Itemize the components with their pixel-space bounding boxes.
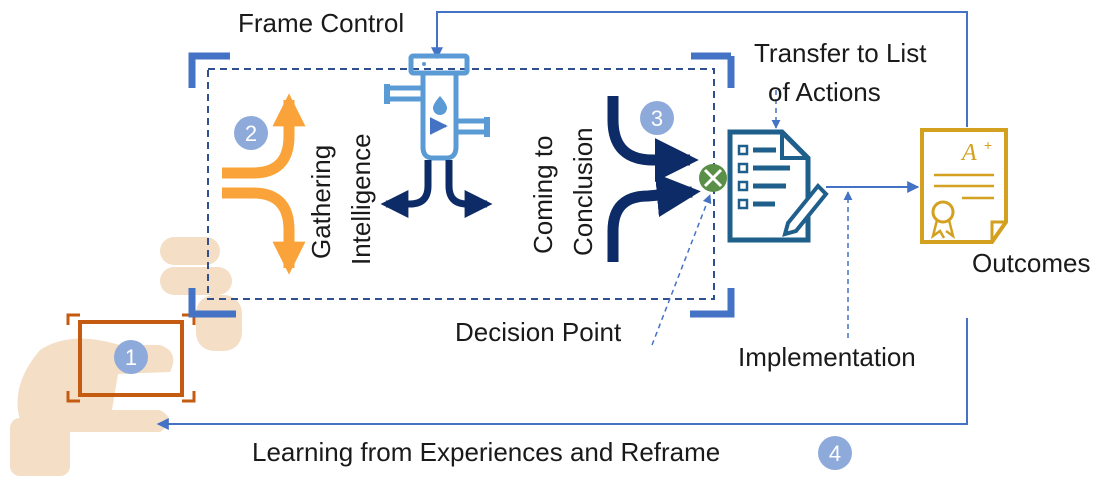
- filter-split-arrow: [380, 160, 432, 218]
- gathering-label-line2: Intelligence: [346, 133, 376, 265]
- step-4-badge: 4: [818, 436, 852, 470]
- conclusion-arrows: [607, 96, 701, 262]
- gathering-arrows: [222, 93, 306, 275]
- checklist-document-icon: [727, 129, 829, 243]
- frame-control-line: [431, 11, 968, 127]
- decision-point-label: Decision Point: [455, 317, 622, 347]
- step-1-number: 1: [125, 345, 137, 370]
- learning-label: Learning from Experiences and Reframe: [252, 437, 720, 467]
- step-2-number: 2: [245, 121, 257, 146]
- decision-point-icon: [699, 164, 727, 192]
- gathering-label-line1: Gathering: [306, 145, 336, 259]
- implementation-label: Implementation: [738, 342, 916, 372]
- transfer-label-line2: of Actions: [768, 77, 881, 107]
- frame-control-label: Frame Control: [238, 8, 404, 38]
- step-3-badge: 3: [640, 101, 674, 135]
- decision-point-pointer: [651, 194, 712, 346]
- frame-corner-brackets: [188, 52, 735, 318]
- step-1-badge: 1: [114, 340, 148, 374]
- step-3-number: 3: [651, 106, 663, 131]
- step-2-badge: 2: [234, 116, 268, 150]
- coming-label-line1: Coming to: [528, 136, 558, 255]
- svg-text:+: +: [984, 137, 992, 153]
- learning-feedback-line: [156, 318, 968, 430]
- certificate-icon: A +: [920, 128, 1008, 244]
- transfer-label-line1: Transfer to List: [754, 38, 927, 68]
- step-4-number: 4: [829, 441, 841, 466]
- frame-box: [207, 68, 715, 300]
- coming-label-line2: Conclusion: [568, 127, 598, 256]
- outcomes-label: Outcomes: [972, 248, 1091, 278]
- filter-split-arrow: [445, 160, 493, 218]
- water-filter-icon: [384, 53, 490, 161]
- svg-text:A: A: [960, 140, 977, 166]
